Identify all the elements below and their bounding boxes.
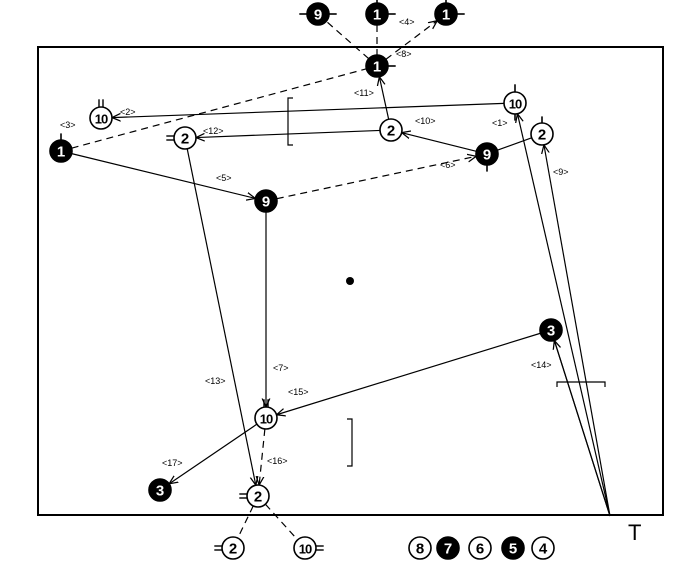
edge-extra [553,340,611,517]
edge-17 [169,423,258,484]
node-n1_topright: 1 [434,0,465,26]
node-n1_top: 1 [365,0,396,26]
edge-10 [402,133,477,152]
edge-label: <11> [354,88,374,98]
node-n9_center: 9 [254,189,278,213]
node-label: 2 [538,127,546,144]
node-n9_right: 9 [475,142,499,172]
node-n9_top: 9 [299,2,337,26]
legend-node: 4 [531,536,555,560]
node-label: 2 [254,489,262,506]
node-n2_left: 2 [166,126,197,150]
edge-label: <15> [288,387,309,397]
edge-label: <12> [203,126,224,136]
edge-13 [186,148,256,485]
edge-label: <8> [396,49,412,59]
edge-label: <14> [531,360,552,370]
edge-8 [325,20,370,60]
edge-label: <3> [60,120,76,130]
bracket-lower [347,418,353,467]
legend-node-label: 8 [416,541,424,558]
node-label: 3 [547,323,555,340]
edge-label: <5> [216,173,232,183]
edge-2 [112,102,505,117]
legend-node: 5 [501,536,525,560]
node-n1_left: 1 [49,133,73,163]
bracket-upper [287,97,293,146]
bracket-right [556,381,606,387]
node-n10_left: 10 [89,99,113,130]
edge-extra [497,137,532,151]
edge-15 [277,332,541,415]
node-n10_low: 10 [254,399,278,430]
node-n10_right: 10 [503,84,527,121]
node-n1_center: 1 [365,54,396,78]
legend-node: 8 [408,536,432,560]
legend-node: 7 [436,536,460,560]
edge-label: <17> [162,458,183,468]
node-label: 2 [181,131,189,148]
edge-16 [259,428,266,485]
node-label: 10 [260,412,273,427]
edge-12 [196,129,381,137]
node-label: 2 [387,123,395,140]
legend-node-label: 6 [476,541,484,558]
node-n3_right: 3 [539,318,563,342]
edge-6 [276,156,476,200]
edge-3 [71,68,367,149]
node-n2_right: 2 [530,116,554,146]
node-n10_bottom: 10 [293,536,324,560]
edge-label: <13> [205,376,226,386]
edge-label: <7> [273,363,289,373]
node-label: 1 [57,144,65,161]
node-label: 3 [156,483,164,500]
node-label: 10 [95,112,108,127]
edge-label: <9> [553,167,569,177]
edge-extra [264,503,299,541]
edge-4 [385,21,437,60]
node-label: 1 [373,7,381,24]
node-n2_bottom: 2 [214,536,245,560]
edge-label: <6> [440,160,456,170]
edge-5 [71,153,256,199]
edge-label: <10> [415,116,436,126]
legend-node: 6 [468,536,492,560]
edge-label: <1> [492,118,508,128]
edge-9 [544,145,611,517]
edge-label: <4> [399,17,415,27]
node-label: 9 [262,194,270,211]
node-label: 9 [483,147,491,164]
edge-extra [237,505,254,539]
legend-node-label: 5 [509,541,517,558]
edge-label: <16> [267,456,288,466]
edge-label: <2> [120,107,136,117]
canvas-frame [37,46,664,516]
legend-node-label: 7 [444,541,452,558]
node-n3_low: 3 [148,478,172,502]
edge-1 [517,114,611,517]
node-label: 10 [509,97,522,112]
node-label: 2 [229,541,237,558]
node-n2_low: 2 [239,484,270,508]
edge-11 [379,77,390,120]
legend-node-label: 4 [539,541,548,558]
node-label: 1 [442,7,450,24]
terminal-label: T [628,520,641,545]
node-label: 1 [373,59,381,76]
node-label: 9 [314,7,322,24]
node-n2_mid: 2 [379,118,403,142]
node-label: 10 [299,542,312,557]
center-dot [346,277,354,285]
